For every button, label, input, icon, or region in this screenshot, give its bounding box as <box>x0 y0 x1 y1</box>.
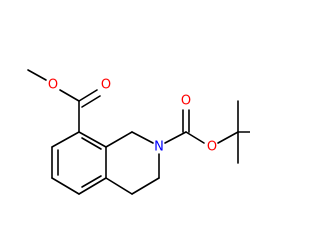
bond-ester-single-o <box>59 89 80 102</box>
bond-c8-c8a <box>78 131 107 148</box>
bond-c7-c8 <box>51 131 80 148</box>
bond-o-tertc <box>217 131 239 144</box>
bond-lines <box>27 69 250 195</box>
bond-c1-n <box>131 131 154 144</box>
atom-labels: O O N O O <box>48 78 217 155</box>
bond-n-ccarbamate <box>164 131 187 144</box>
bond-ester-carbonyl-a <box>78 89 98 102</box>
bond-ester-carbonyl-b <box>81 95 101 108</box>
atom-o-tert-butoxy: O <box>207 140 217 155</box>
bond-carbamate-single-o <box>185 131 205 144</box>
bond-c4a-c5 <box>78 177 107 195</box>
atom-o-methoxy: O <box>48 78 58 93</box>
bond-c8a-c1 <box>105 131 133 148</box>
atom-o-ester-carbonyl: O <box>101 78 111 93</box>
bond-o-methyl <box>27 69 47 81</box>
bond-c5-c6 <box>51 177 80 195</box>
bond-c4-c4a <box>105 177 133 195</box>
bond-c3-c4 <box>131 177 160 195</box>
bond-c4a-c5-inner <box>81 175 102 188</box>
atom-n-ring: N <box>154 140 164 155</box>
atom-o-carbamate-carbonyl: O <box>181 94 191 109</box>
molecule-structure: O O N O O <box>27 69 250 195</box>
bond-c8-c8a-inner <box>81 137 102 150</box>
